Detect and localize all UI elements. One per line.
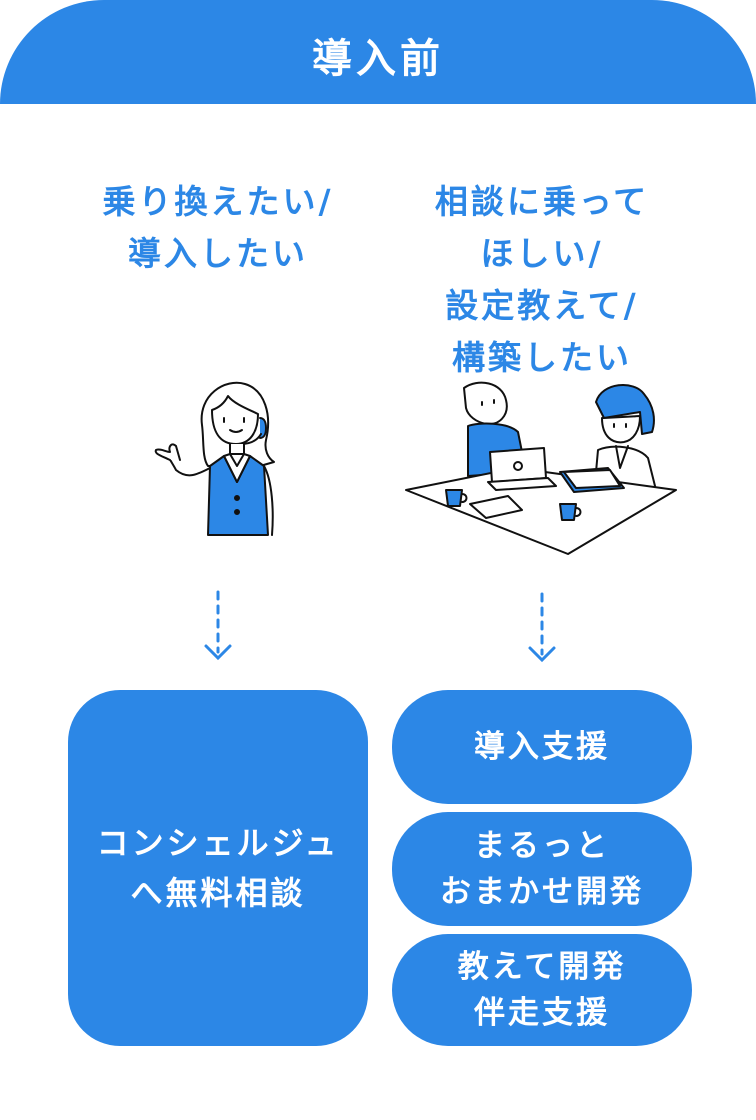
- need-right-line: 構築したい: [452, 338, 632, 377]
- box-line: 導入支援: [474, 729, 610, 765]
- need-right-line: 相談に乗って: [434, 182, 650, 221]
- box-line: 伴走支援: [473, 995, 610, 1031]
- concierge-consultation-box: コンシェルジュ へ無料相談: [68, 690, 368, 1046]
- need-left-line: 乗り換えたい/: [102, 182, 334, 221]
- dashed-down-arrow-icon: [528, 592, 556, 663]
- need-left-line: 導入したい: [128, 234, 308, 273]
- need-left: 乗り換えたい/ 導入したい: [48, 176, 388, 280]
- full-outsourcing-development-box: まるっと おまかせ開発: [392, 812, 692, 926]
- box-line: へ無料相談: [130, 874, 306, 912]
- page-title: 導入前: [312, 36, 444, 82]
- implementation-support-box: 導入支援: [392, 690, 692, 804]
- page-header: 導入前: [0, 0, 756, 104]
- support-operator-illustration: [154, 381, 275, 536]
- consultation-meeting-illustration: [405, 381, 677, 555]
- need-right-line: 設定教えて/: [445, 286, 639, 325]
- box-line: 教えて開発: [457, 949, 627, 985]
- box-line: コンシェルジュ: [96, 824, 340, 862]
- dashed-down-arrow-icon: [204, 590, 232, 661]
- box-line: おまかせ開発: [440, 874, 644, 910]
- teaching-development-support-box: 教えて開発 伴走支援: [392, 934, 692, 1046]
- box-line: まるっと: [474, 828, 610, 864]
- need-right-line: ほしい/: [480, 234, 604, 273]
- need-right: 相談に乗って ほしい/ 設定教えて/ 構築したい: [372, 176, 712, 384]
